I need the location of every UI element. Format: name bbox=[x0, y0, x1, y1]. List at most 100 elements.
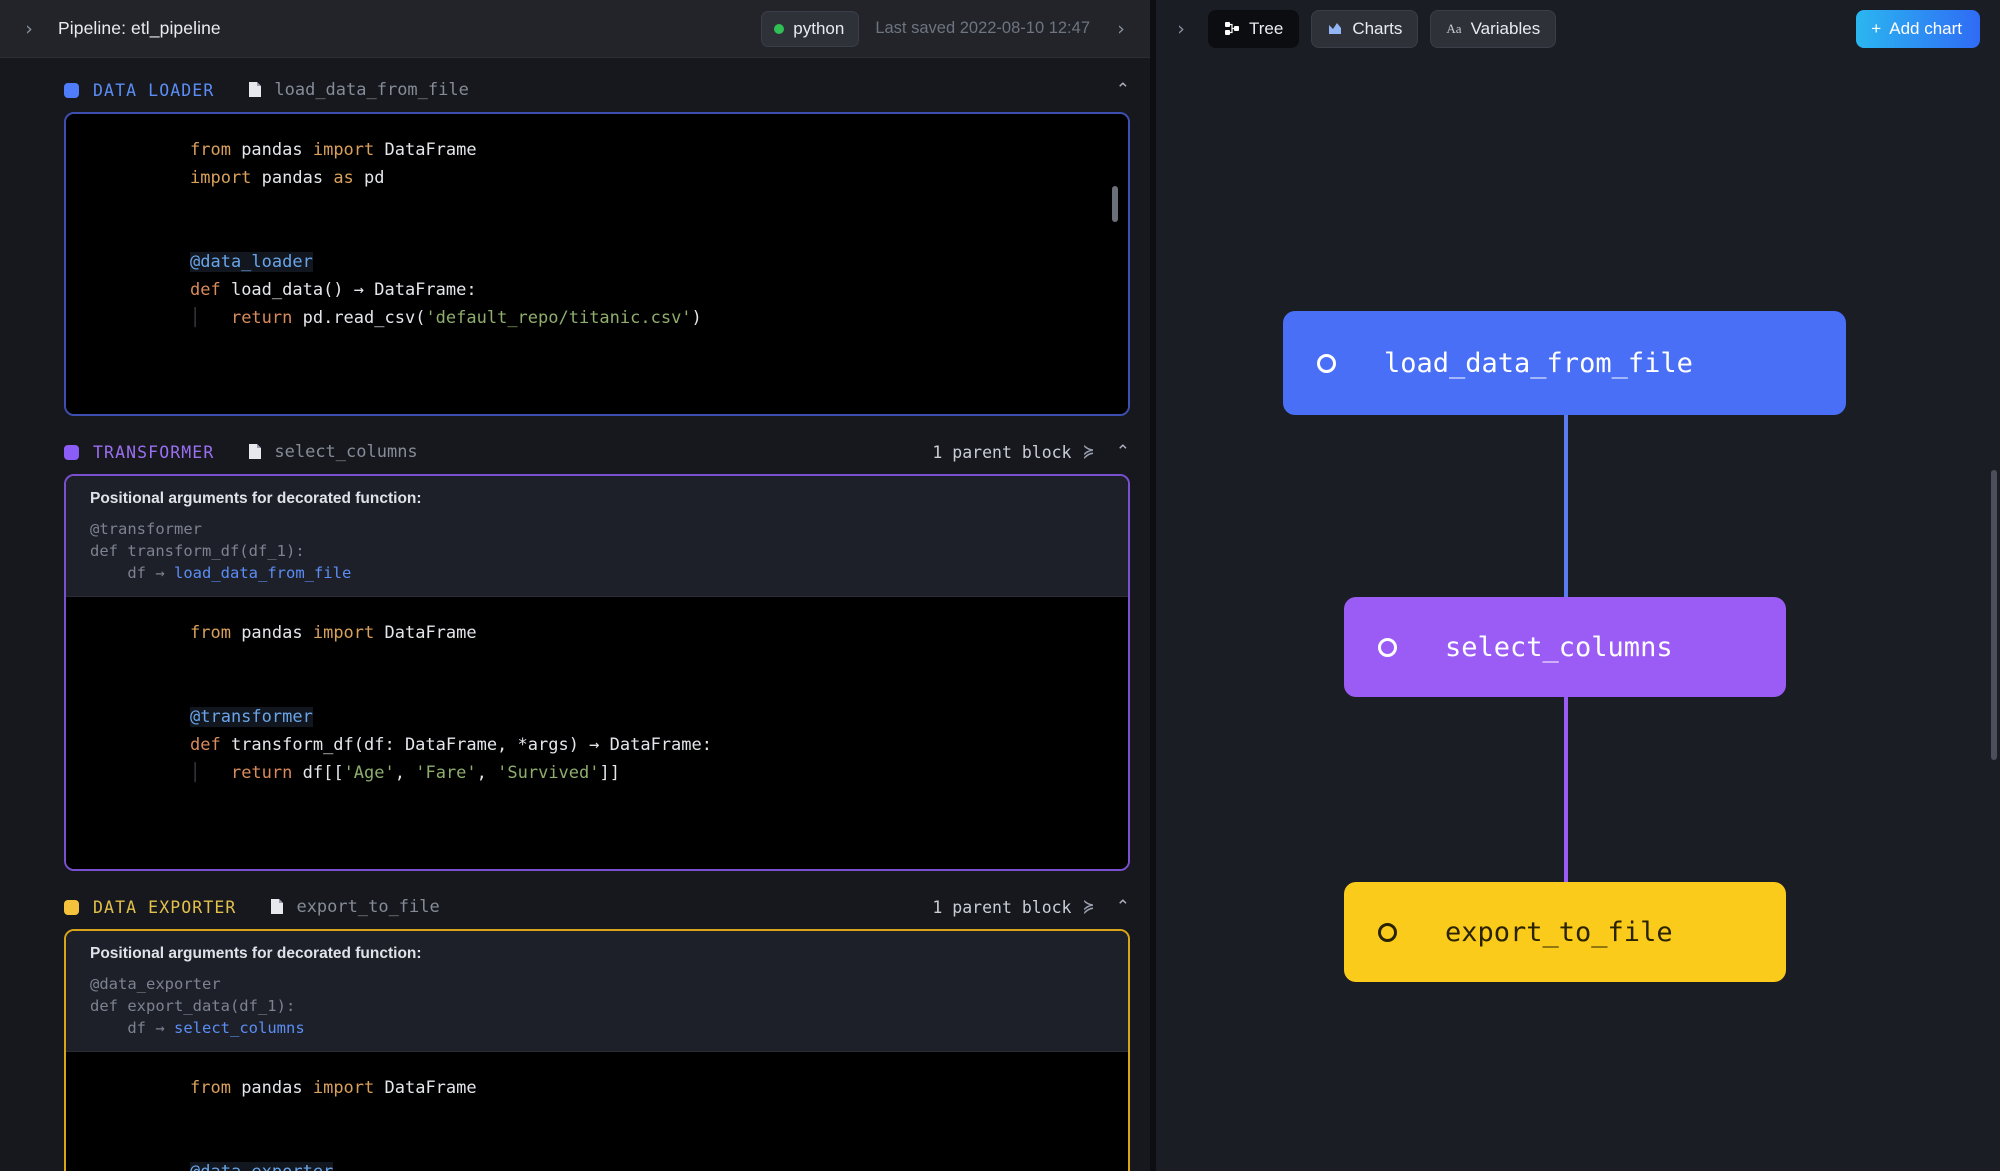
code-line: import pandas as pd bbox=[190, 168, 385, 188]
block-code-card[interactable]: from pandas import DataFrame import panda… bbox=[64, 112, 1130, 416]
pipeline-block: DATA LOADER load_data_from_file ⌃ from p… bbox=[0, 68, 1150, 416]
block-args-hint: Positional arguments for decorated funct… bbox=[66, 476, 1128, 597]
code-editor[interactable]: from pandas import DataFrame import panda… bbox=[66, 114, 1128, 414]
pipeline-editor-panel: › Pipeline: etl_pipeline python Last sav… bbox=[0, 0, 1150, 1171]
code-line: from pandas import DataFrame bbox=[190, 623, 477, 643]
code-line: @data_loader bbox=[190, 252, 313, 272]
collapse-sidebar-icon[interactable]: › bbox=[25, 17, 33, 40]
add-chart-button[interactable]: + Add chart bbox=[1856, 10, 1980, 48]
hint-title: Positional arguments for decorated funct… bbox=[90, 945, 422, 962]
block-header[interactable]: DATA EXPORTER export_to_file 1 parent bl… bbox=[0, 885, 1150, 929]
hint-line: def transform_df(df_1): bbox=[90, 542, 305, 560]
block-type-label: DATA LOADER bbox=[93, 80, 215, 100]
tree-scrollbar[interactable] bbox=[1991, 470, 1997, 760]
code-line: │ return df[['Age', 'Fare', 'Survived']] bbox=[190, 763, 620, 783]
last-saved-status: Last saved 2022-08-10 12:47 bbox=[875, 19, 1090, 37]
tab-variables-label: Variables bbox=[1470, 19, 1541, 38]
block-type-swatch bbox=[64, 444, 79, 460]
blocks-list[interactable]: DATA LOADER load_data_from_file ⌃ from p… bbox=[0, 58, 1150, 1171]
code-line bbox=[66, 647, 1128, 675]
code-line bbox=[66, 787, 1128, 815]
block-header[interactable]: TRANSFORMER select_columns 1 parent bloc… bbox=[0, 430, 1150, 474]
tab-charts[interactable]: Charts bbox=[1311, 10, 1419, 48]
block-type-swatch bbox=[64, 82, 79, 98]
code-line bbox=[66, 360, 1128, 388]
pipeline-block: DATA EXPORTER export_to_file 1 parent bl… bbox=[0, 885, 1150, 1171]
graph-node[interactable]: select_columns bbox=[1344, 597, 1786, 697]
tab-tree-label: Tree bbox=[1249, 19, 1284, 38]
tab-variables[interactable]: Aa Variables bbox=[1430, 10, 1557, 48]
tree-panel-header: › Tree Charts Aa Variables bbox=[1156, 0, 2000, 58]
code-line bbox=[66, 675, 1128, 703]
file-icon bbox=[249, 82, 262, 97]
block-code-card[interactable]: Positional arguments for decorated funct… bbox=[64, 474, 1130, 871]
file-icon bbox=[271, 899, 284, 914]
hint-line: @data_exporter bbox=[90, 975, 221, 993]
graph-node[interactable]: export_to_file bbox=[1344, 882, 1786, 982]
parent-block-info[interactable]: 1 parent block ≽ bbox=[932, 442, 1093, 462]
code-line bbox=[66, 1130, 1128, 1158]
graph-edge bbox=[1564, 697, 1568, 882]
parent-block-info[interactable]: 1 parent block ≽ bbox=[932, 897, 1093, 917]
code-line: from pandas import DataFrame bbox=[190, 1078, 477, 1098]
block-type-label: DATA EXPORTER bbox=[93, 897, 237, 917]
code-line bbox=[66, 192, 1128, 220]
parent-block-label: 1 parent block bbox=[932, 897, 1072, 917]
charts-icon bbox=[1329, 23, 1342, 34]
code-line: @data_exporter bbox=[66, 1158, 1128, 1171]
code-line bbox=[66, 332, 1128, 360]
collapse-block-icon[interactable]: ⌃ bbox=[1115, 80, 1130, 100]
block-header[interactable]: DATA LOADER load_data_from_file ⌃ bbox=[0, 68, 1150, 112]
node-status-icon bbox=[1317, 353, 1336, 373]
code-line bbox=[66, 1102, 1128, 1130]
expand-panel-icon[interactable]: › bbox=[1117, 17, 1125, 40]
pipeline-block: TRANSFORMER select_columns 1 parent bloc… bbox=[0, 430, 1150, 871]
code-editor[interactable]: from pandas import DataFrame @transforme… bbox=[66, 597, 1128, 869]
expand-tree-icon[interactable]: › bbox=[1177, 18, 1185, 40]
collapse-block-icon[interactable]: ⌃ bbox=[1115, 897, 1130, 917]
panel-divider[interactable] bbox=[1150, 0, 1156, 1171]
hint-title: Positional arguments for decorated funct… bbox=[90, 490, 422, 507]
file-icon bbox=[248, 443, 263, 461]
file-icon bbox=[248, 81, 263, 99]
code-editor[interactable]: from pandas import DataFrame @data_expor… bbox=[66, 1052, 1128, 1171]
block-name-label: select_columns bbox=[274, 442, 418, 462]
tab-tree[interactable]: Tree bbox=[1208, 10, 1300, 48]
block-name-label: export_to_file bbox=[296, 897, 440, 917]
block-name-label: load_data_from_file bbox=[274, 80, 469, 100]
node-status-icon bbox=[1378, 637, 1397, 657]
tree-icon bbox=[1225, 22, 1239, 35]
add-chart-label: Add chart bbox=[1889, 19, 1962, 38]
graph-node-label: export_to_file bbox=[1445, 916, 1673, 948]
graph-node-label: load_data_from_file bbox=[1384, 347, 1693, 379]
language-label: python bbox=[793, 18, 845, 38]
code-line: │ return pd.read_csv('default_repo/titan… bbox=[190, 308, 702, 328]
code-line: def transform_df(df: DataFrame, *args) →… bbox=[190, 735, 712, 755]
language-chip[interactable]: python bbox=[761, 10, 860, 47]
graph-node[interactable]: load_data_from_file bbox=[1283, 311, 1846, 415]
graph-edge bbox=[1564, 415, 1568, 597]
file-icon bbox=[270, 898, 285, 916]
hint-line: df → load_data_from_file bbox=[90, 564, 352, 582]
hint-line: def export_data(df_1): bbox=[90, 997, 296, 1015]
code-line bbox=[66, 220, 1128, 248]
status-dot-icon bbox=[774, 23, 785, 34]
page-title: Pipeline: etl_pipeline bbox=[58, 18, 221, 38]
graph-node-label: select_columns bbox=[1445, 631, 1673, 663]
pipeline-tree-graph[interactable]: load_data_from_file select_columns expor… bbox=[1156, 58, 2000, 1171]
collapse-block-icon[interactable]: ⌃ bbox=[1115, 442, 1130, 462]
parent-block-label: 1 parent block bbox=[932, 442, 1072, 462]
pipeline-tree-panel: › Tree Charts Aa Variables bbox=[1156, 0, 2000, 1171]
pipeline-header-right: python Last saved 2022-08-10 12:47 › bbox=[761, 10, 1136, 47]
block-args-hint: Positional arguments for decorated funct… bbox=[66, 931, 1128, 1052]
code-line bbox=[66, 815, 1128, 843]
block-code-card[interactable]: Positional arguments for decorated funct… bbox=[64, 929, 1130, 1171]
code-scrollbar[interactable] bbox=[1112, 186, 1118, 222]
hint-line: df → select_columns bbox=[90, 1019, 305, 1037]
plus-icon: + bbox=[1871, 19, 1882, 38]
code-line: from pandas import DataFrame bbox=[190, 140, 477, 160]
node-status-icon bbox=[1378, 922, 1397, 942]
tab-charts-label: Charts bbox=[1352, 19, 1403, 38]
code-line: @transformer bbox=[190, 707, 313, 727]
stack-icon: ≽ bbox=[1083, 897, 1094, 917]
